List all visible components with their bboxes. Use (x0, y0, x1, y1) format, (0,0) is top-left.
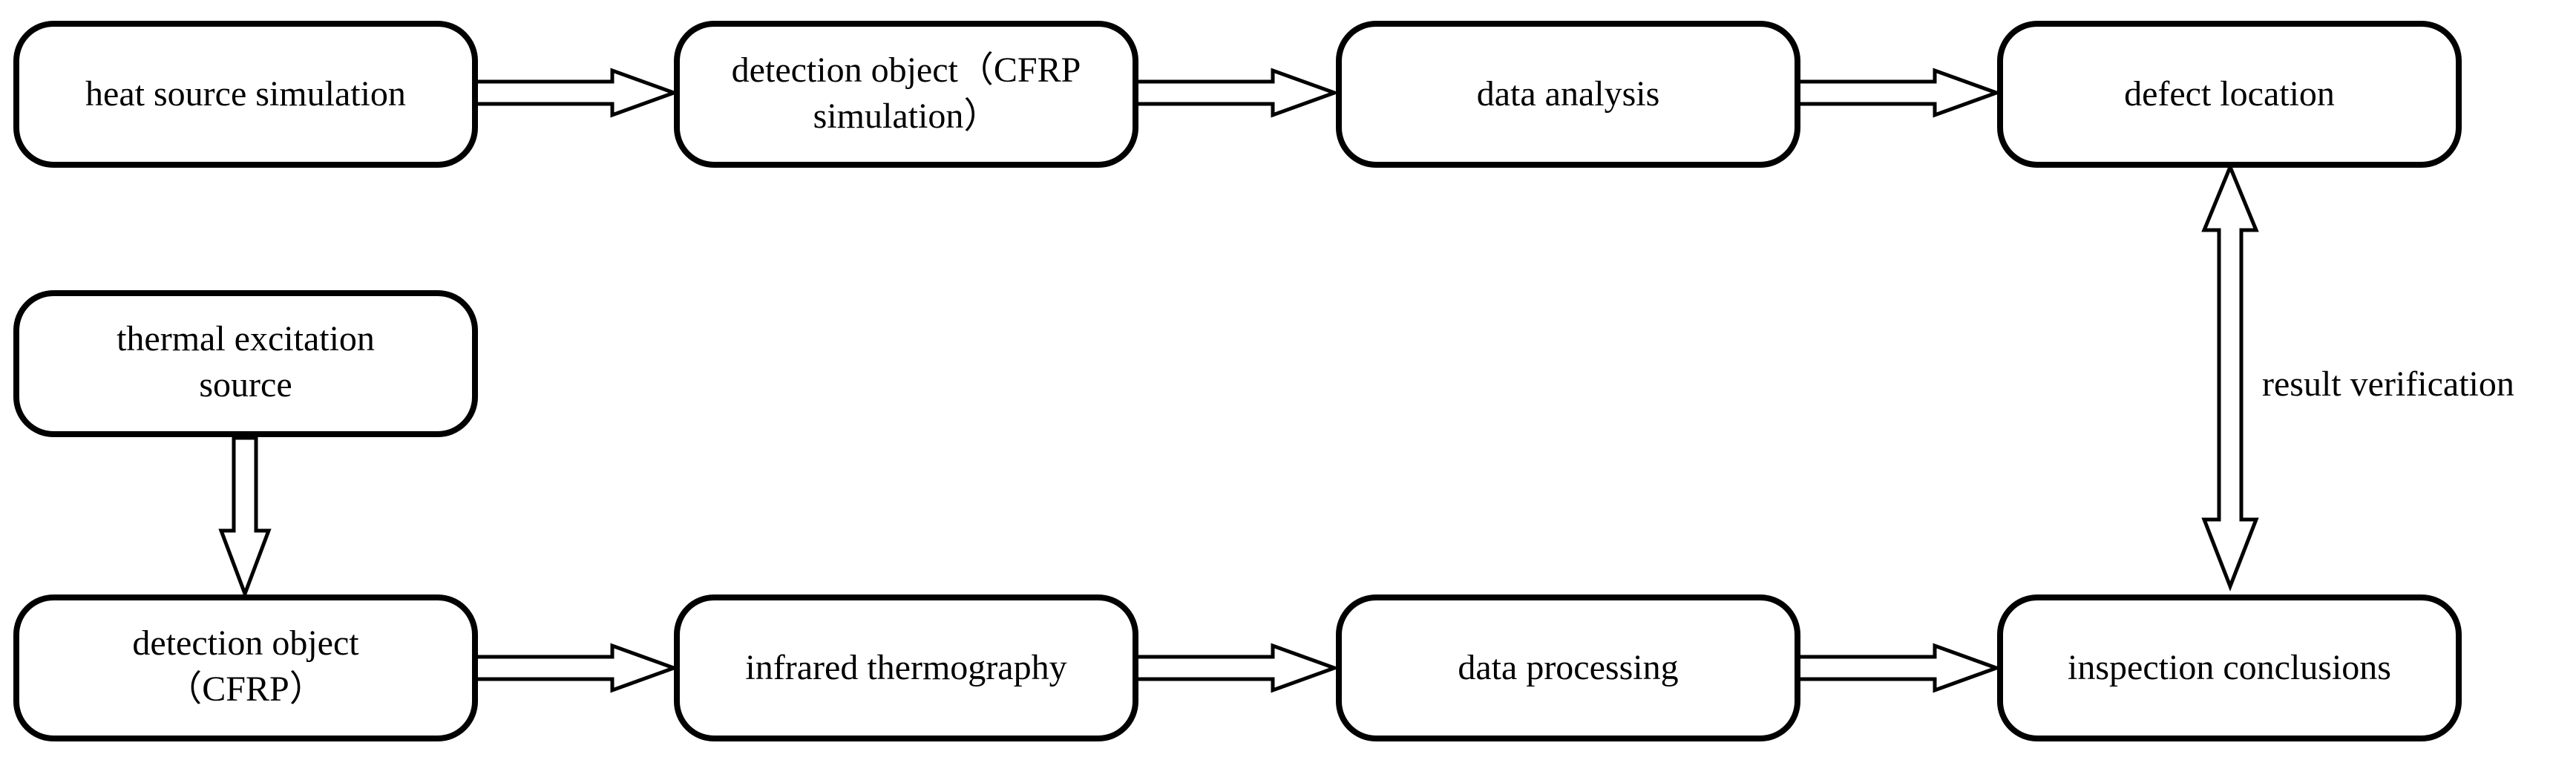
arrow-infrared-to-data-processing (1133, 643, 1340, 693)
node-inspection-conclusions: inspection conclusions (1997, 594, 2462, 741)
node-defect-location: defect location (1997, 21, 2462, 168)
node-label: source (199, 365, 292, 404)
node-label: defect location (2124, 74, 2335, 114)
node-infrared-thermography: infrared thermography (674, 594, 1138, 741)
arrow-detection-to-infrared (473, 643, 680, 693)
node-label: simulation） (813, 96, 1000, 136)
node-label: data processing (1458, 648, 1678, 687)
node-label: data analysis (1477, 74, 1660, 114)
node-detection-object-cfrp-simulation: detection object（CFRP simulation） (674, 21, 1138, 168)
edge-label-result-verification: result verification (2262, 364, 2514, 404)
arrow-result-verification (2201, 162, 2259, 592)
node-label: inspection conclusions (2068, 648, 2391, 687)
node-label: heat source simulation (85, 74, 406, 114)
node-data-analysis: data analysis (1336, 21, 1800, 168)
node-label: detection object (132, 623, 359, 663)
node-detection-object-cfrp: detection object （CFRP） (13, 594, 478, 741)
arrow-heat-source-to-detection-sim (473, 68, 680, 118)
node-label: detection object（CFRP (732, 50, 1081, 90)
node-label: infrared thermography (745, 648, 1066, 687)
arrow-data-analysis-to-defect-location (1795, 68, 2002, 118)
node-label: thermal excitation (117, 319, 375, 358)
arrow-detection-sim-to-data-analysis (1133, 68, 1340, 118)
node-thermal-excitation-source: thermal excitation source (13, 290, 478, 437)
arrow-data-processing-to-conclusions (1795, 643, 2002, 693)
node-data-processing: data processing (1336, 594, 1800, 741)
node-heat-source-simulation: heat source simulation (13, 21, 478, 168)
node-label: （CFRP） (166, 669, 324, 709)
arrow-thermal-to-detection (218, 436, 272, 600)
